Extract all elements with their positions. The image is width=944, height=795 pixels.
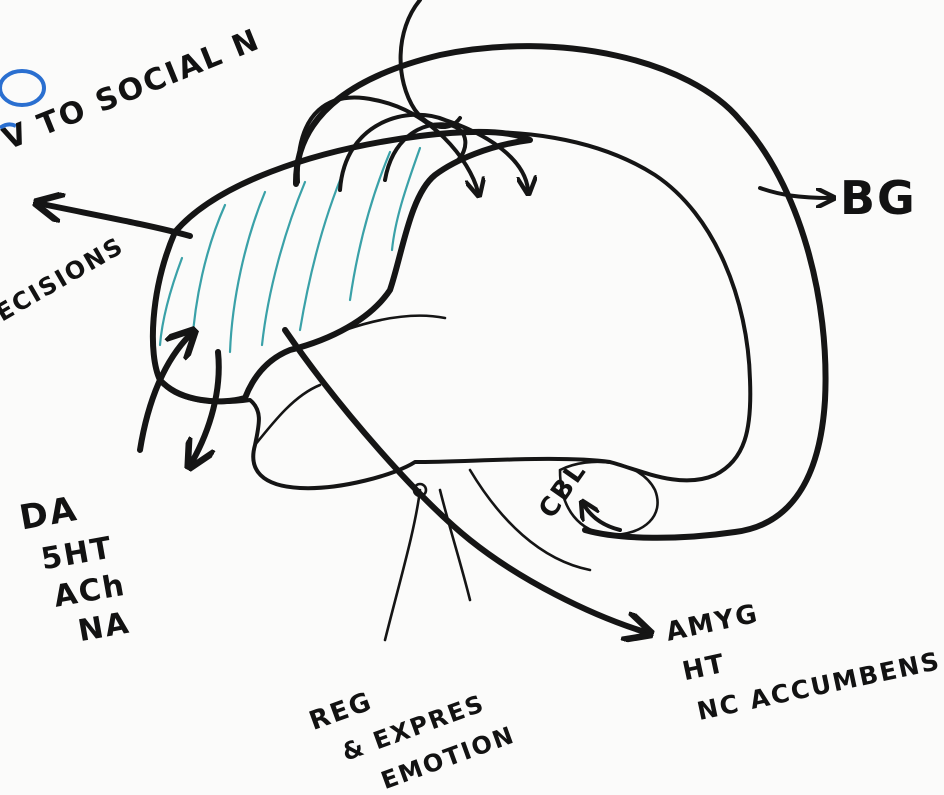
bg-loop <box>296 46 826 538</box>
arrow-to-bg <box>760 188 830 198</box>
label-cbl: CBL <box>533 456 593 524</box>
brainstem-right <box>440 490 470 600</box>
label-bg: BG <box>840 171 917 225</box>
prefrontal-shading <box>160 148 420 352</box>
label-social: V TO SOCIAL N <box>0 22 265 157</box>
arrow-to-cbl <box>584 505 620 530</box>
target-ht: HT <box>680 649 729 687</box>
blue-circle-mark <box>0 71 44 105</box>
reg-emotion-label: REG & EXPRES EMOTION <box>305 645 518 795</box>
arrow-to-amyg <box>285 330 645 632</box>
label-decisions: ECISIONS <box>0 231 129 327</box>
target-amyg: AMYG <box>663 599 761 648</box>
temporal-lobe <box>255 385 320 445</box>
target-nc-accumbens: NC ACCUMBENS <box>694 646 943 726</box>
neurotransmitter-list: DA 5HT ACh NA <box>16 483 135 656</box>
arrow-nt-out <box>192 352 219 462</box>
brainstem <box>385 490 420 640</box>
nt-na: NA <box>75 606 133 650</box>
target-regions: AMYG HT NC ACCUMBENS <box>663 564 943 729</box>
nt-da: DA <box>16 489 81 539</box>
arrow-to-decisions <box>42 204 190 236</box>
